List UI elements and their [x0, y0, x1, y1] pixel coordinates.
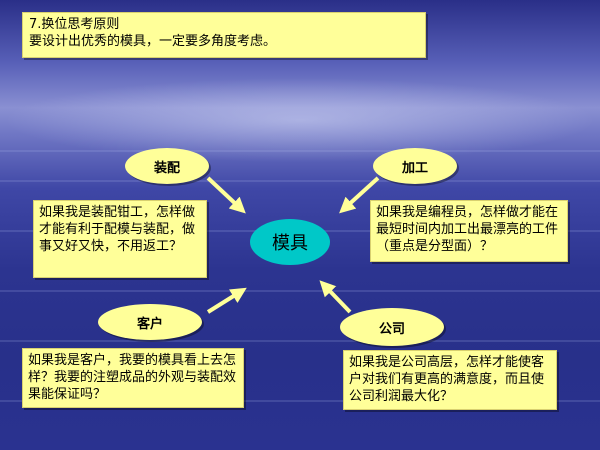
- node-label-text: 公司: [378, 321, 405, 337]
- arrow-machining: [339, 176, 380, 214]
- text-machining: 如果我是编程员，怎样做才能在最短时间内加工出最漂亮的工件（重点是分型面）？: [376, 205, 559, 254]
- node-label-company: 公司: [340, 308, 444, 346]
- node-label-text: 装配: [153, 160, 180, 176]
- text-box-company: 如果我是公司高层，怎样才能使客户对我们有更高的满意度，而且使公司利润最大化？: [343, 350, 557, 410]
- center-node-label: 模具: [272, 233, 308, 254]
- title-box: 7.换位思考原则 要设计出优秀的模具，一定要多角度考虑。: [22, 12, 426, 58]
- water-line: [0, 150, 600, 152]
- title-heading: 7.换位思考原则: [29, 17, 120, 32]
- node-label-customer: 客户: [98, 304, 202, 340]
- text-assembly: 如果我是装配钳工，怎样做才能有利于配模与装配，做事又好又快，不用返工？: [39, 205, 196, 254]
- water-line: [0, 340, 600, 342]
- center-node: 模具: [250, 219, 330, 265]
- text-box-customer: 如果我是客户，我要的模具看上去怎样？我要的注塑成品的外观与装配效果能保证吗？: [22, 348, 244, 408]
- node-label-text: 加工: [401, 160, 428, 176]
- arrow-company: [319, 280, 352, 314]
- node-label-assembly: 装配: [125, 148, 209, 184]
- arrow-assembly: [206, 176, 246, 214]
- water-line: [0, 400, 600, 402]
- arrow-customer: [206, 287, 247, 314]
- node-label-text: 客户: [136, 316, 163, 332]
- title-subheading: 要设计出优秀的模具，一定要多角度考虑。: [29, 34, 277, 49]
- water-line: [0, 180, 600, 182]
- text-customer: 如果我是客户，我要的模具看上去怎样？我要的注塑成品的外观与装配效果能保证吗？: [28, 353, 237, 402]
- text-company: 如果我是公司高层，怎样才能使客户对我们有更高的满意度，而且使公司利润最大化？: [349, 355, 545, 404]
- text-box-assembly: 如果我是装配钳工，怎样做才能有利于配模与装配，做事又好又快，不用返工？: [33, 200, 207, 278]
- node-label-machining: 加工: [373, 148, 457, 184]
- text-box-machining: 如果我是编程员，怎样做才能在最短时间内加工出最漂亮的工件（重点是分型面）？: [370, 200, 568, 262]
- water-line: [0, 290, 600, 292]
